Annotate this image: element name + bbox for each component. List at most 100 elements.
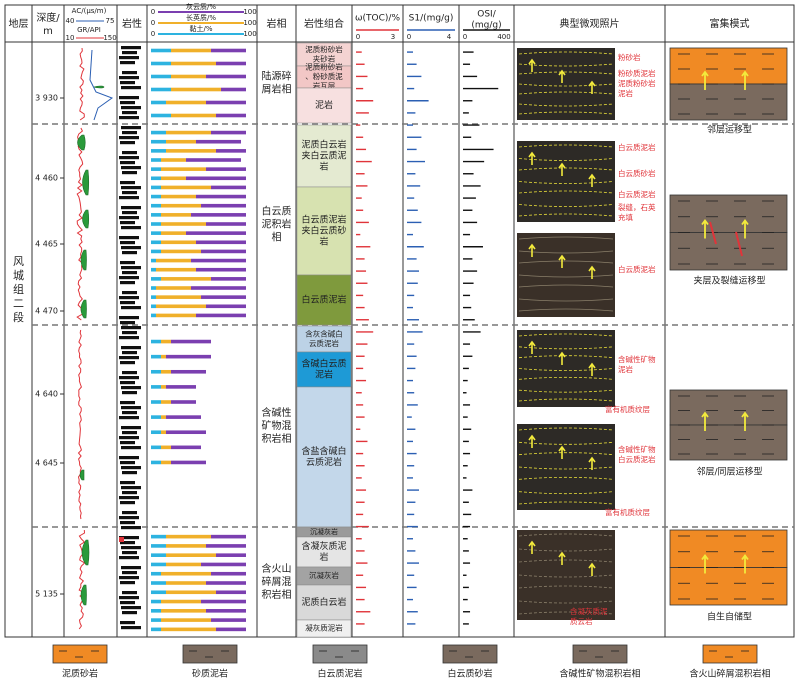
gr-fill <box>77 134 86 151</box>
mineral-bar <box>161 609 206 613</box>
photo-label: 泥岩 <box>618 88 633 98</box>
mineral-bar <box>151 430 161 435</box>
lithology-bar <box>120 321 135 325</box>
lithology-bar <box>121 426 141 430</box>
photo-lamina <box>518 398 614 402</box>
mineral-bar <box>151 240 161 245</box>
lithology-bar <box>122 511 137 515</box>
lithology-bar <box>122 331 137 335</box>
photo-arrow <box>588 265 596 279</box>
mineral-bar <box>151 185 161 190</box>
mineral-bar <box>166 553 216 557</box>
mineral-max: 100 <box>243 30 256 38</box>
mineral-bar <box>216 113 246 118</box>
mineral-bar <box>156 286 191 290</box>
gr-fill <box>80 584 87 606</box>
mineral-min: 0 <box>151 8 155 16</box>
mineral-bar <box>161 240 196 245</box>
mineral-bar <box>151 113 171 118</box>
mineral-bar <box>216 149 246 153</box>
photo-lamina <box>518 190 614 194</box>
mineral-bar <box>161 430 166 435</box>
lithology-bar <box>121 606 141 610</box>
lithology-bar <box>122 471 137 475</box>
litho-combo-block <box>296 186 352 276</box>
lithology-bar <box>120 61 135 65</box>
header-depth: m <box>43 26 53 37</box>
mineral-bar <box>216 627 246 632</box>
mode-label: 夹层及裂缝运移型 <box>693 275 765 287</box>
lithology-bar <box>119 276 139 280</box>
mineral-bar <box>201 295 246 299</box>
lithology-bar <box>119 456 139 460</box>
lithology-bar <box>121 266 141 270</box>
mineral-bar <box>151 74 171 79</box>
lithology-bar <box>122 51 137 55</box>
mode-arrow <box>741 411 749 431</box>
mineral-bar <box>151 286 156 290</box>
litho-combo-label: 岩互层 <box>313 81 336 91</box>
lithology-bar <box>121 226 141 230</box>
lithology-bar <box>121 346 141 350</box>
mineral-bar <box>206 304 246 309</box>
photo-lamina <box>518 355 614 359</box>
mineral-bar <box>166 590 216 595</box>
legend-swatch <box>702 644 758 664</box>
litho-combo-label: 白云质泥岩 <box>301 294 346 306</box>
mineral-bar <box>161 571 211 576</box>
mineral-bar <box>151 277 161 281</box>
mineral-bar <box>191 213 246 217</box>
mineral-bar <box>151 167 161 171</box>
mineral-bar <box>151 258 156 263</box>
lithology-bar <box>120 521 135 525</box>
photo-arrow <box>528 340 536 354</box>
mineral-bar <box>166 534 211 539</box>
litho-combo-label: 岩 <box>319 161 328 173</box>
litho-combo-block <box>296 386 352 528</box>
mineral-bar <box>151 231 161 235</box>
stratum-label: 城 <box>13 269 24 282</box>
gr-fill <box>79 469 85 481</box>
mineral-bar <box>156 258 191 263</box>
lithology-bar <box>122 151 137 155</box>
photo-label: 含碱性矿物 <box>618 444 656 454</box>
facies-label: 泥积岩 <box>262 218 292 231</box>
lithology-bar <box>119 596 139 600</box>
lithology-bar <box>119 576 139 580</box>
photo-arrow <box>528 243 536 257</box>
mineral-bar <box>186 158 241 162</box>
photo-lamina <box>518 346 614 350</box>
mineral-bar <box>166 581 206 585</box>
lithology-bar <box>119 496 139 500</box>
lithology-bar <box>119 136 139 140</box>
lithology-bar <box>119 96 139 100</box>
mode-arrow <box>701 70 709 90</box>
photo-lamina <box>518 298 614 302</box>
litho-combo-label: 泥质粉砂岩 <box>305 62 343 72</box>
photo-lamina <box>518 611 614 615</box>
mineral-bar <box>161 445 171 450</box>
lithology-bar <box>121 626 141 630</box>
gr-fill <box>80 249 87 271</box>
photo-label: 白云质泥岩 <box>618 189 656 199</box>
photo-label: 粉砂岩 <box>618 52 641 62</box>
mineral-bar <box>161 627 216 632</box>
facies-label: 相 <box>272 231 282 244</box>
mineral-bar <box>206 222 246 226</box>
photo-lamina <box>518 427 614 431</box>
legend-label: 白云质砂岩 <box>447 668 492 680</box>
depth-label: 4 645 <box>35 459 58 468</box>
mineral-max: 100 <box>243 19 256 27</box>
photo-arrow <box>588 562 596 576</box>
ac-max: 75 <box>106 17 115 25</box>
photo-label: 含凝灰质泥 <box>570 606 608 616</box>
gr-min: 10 <box>66 34 75 42</box>
litho-combo-label: 含凝灰质泥 <box>301 540 346 552</box>
litho-combo-block <box>296 325 352 353</box>
lithology-bar <box>122 551 137 555</box>
mineral-bar <box>151 203 161 208</box>
lithology-bar <box>122 391 137 395</box>
mineral-bar <box>171 87 221 92</box>
gr-fill <box>82 169 90 196</box>
